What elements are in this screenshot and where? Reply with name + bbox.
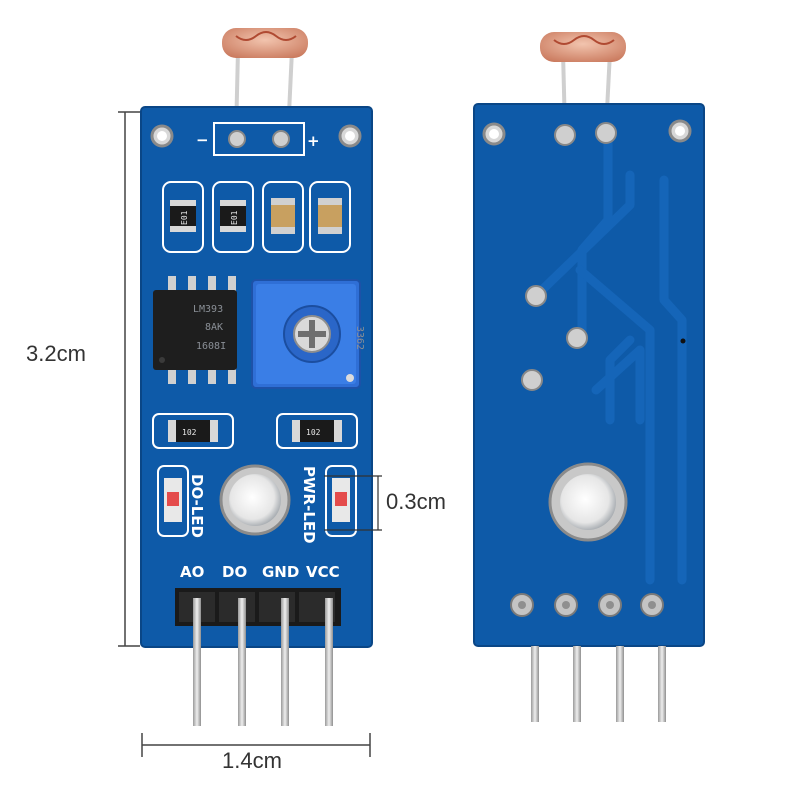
smd-capacitor: [262, 181, 304, 253]
pin-header: [175, 588, 341, 726]
do-led-label: DO-LED: [188, 474, 206, 538]
do-led: DO-LED: [157, 465, 206, 538]
back-pcb: [474, 104, 704, 646]
minus-marking: −: [196, 131, 209, 149]
pin-label-vcc: VCC: [306, 563, 340, 581]
svg-text:1608I: 1608I: [196, 341, 226, 352]
svg-text:LM393: LM393: [193, 304, 223, 315]
led-dimension-label: 0.3cm: [386, 489, 446, 514]
pin-label-ao: AO: [180, 563, 204, 581]
solder-pad: [566, 327, 588, 349]
smd-capacitor: [309, 181, 351, 253]
svg-text:102: 102: [306, 428, 321, 437]
svg-text:E01: E01: [230, 210, 239, 225]
comparator-chip: LM393 8AK 1608I: [153, 276, 237, 384]
svg-text:3362: 3362: [354, 326, 365, 350]
pin-label-gnd: GND: [262, 563, 299, 581]
solder-pad: [525, 285, 547, 307]
led-dimension: 0.3cm: [324, 475, 468, 531]
pwr-led-label: PWR-LED: [300, 466, 318, 544]
potentiometer: 3362: [251, 279, 365, 389]
width-dimension: 1.4cm: [141, 733, 371, 773]
height-label: 3.2cm: [26, 341, 86, 366]
smd-resistor: 102: [276, 413, 358, 449]
back-board: [473, 32, 705, 722]
smd-resistor: 102: [152, 413, 234, 449]
pin-label-do: DO: [222, 563, 247, 581]
svg-text:102: 102: [182, 428, 197, 437]
height-dimension: 3.2cm: [20, 111, 140, 647]
pwr-led: PWR-LED: [300, 465, 357, 544]
smd-resistor: E01: [162, 181, 204, 253]
smd-resistor: E01: [212, 181, 254, 253]
width-label: 1.4cm: [222, 748, 282, 773]
svg-text:E01: E01: [180, 210, 189, 225]
solder-pad: [521, 369, 543, 391]
svg-text:8AK: 8AK: [205, 322, 223, 333]
plus-marking: +: [307, 132, 320, 150]
front-board: − + E01 E01: [140, 28, 468, 726]
back-pins: [531, 646, 666, 722]
